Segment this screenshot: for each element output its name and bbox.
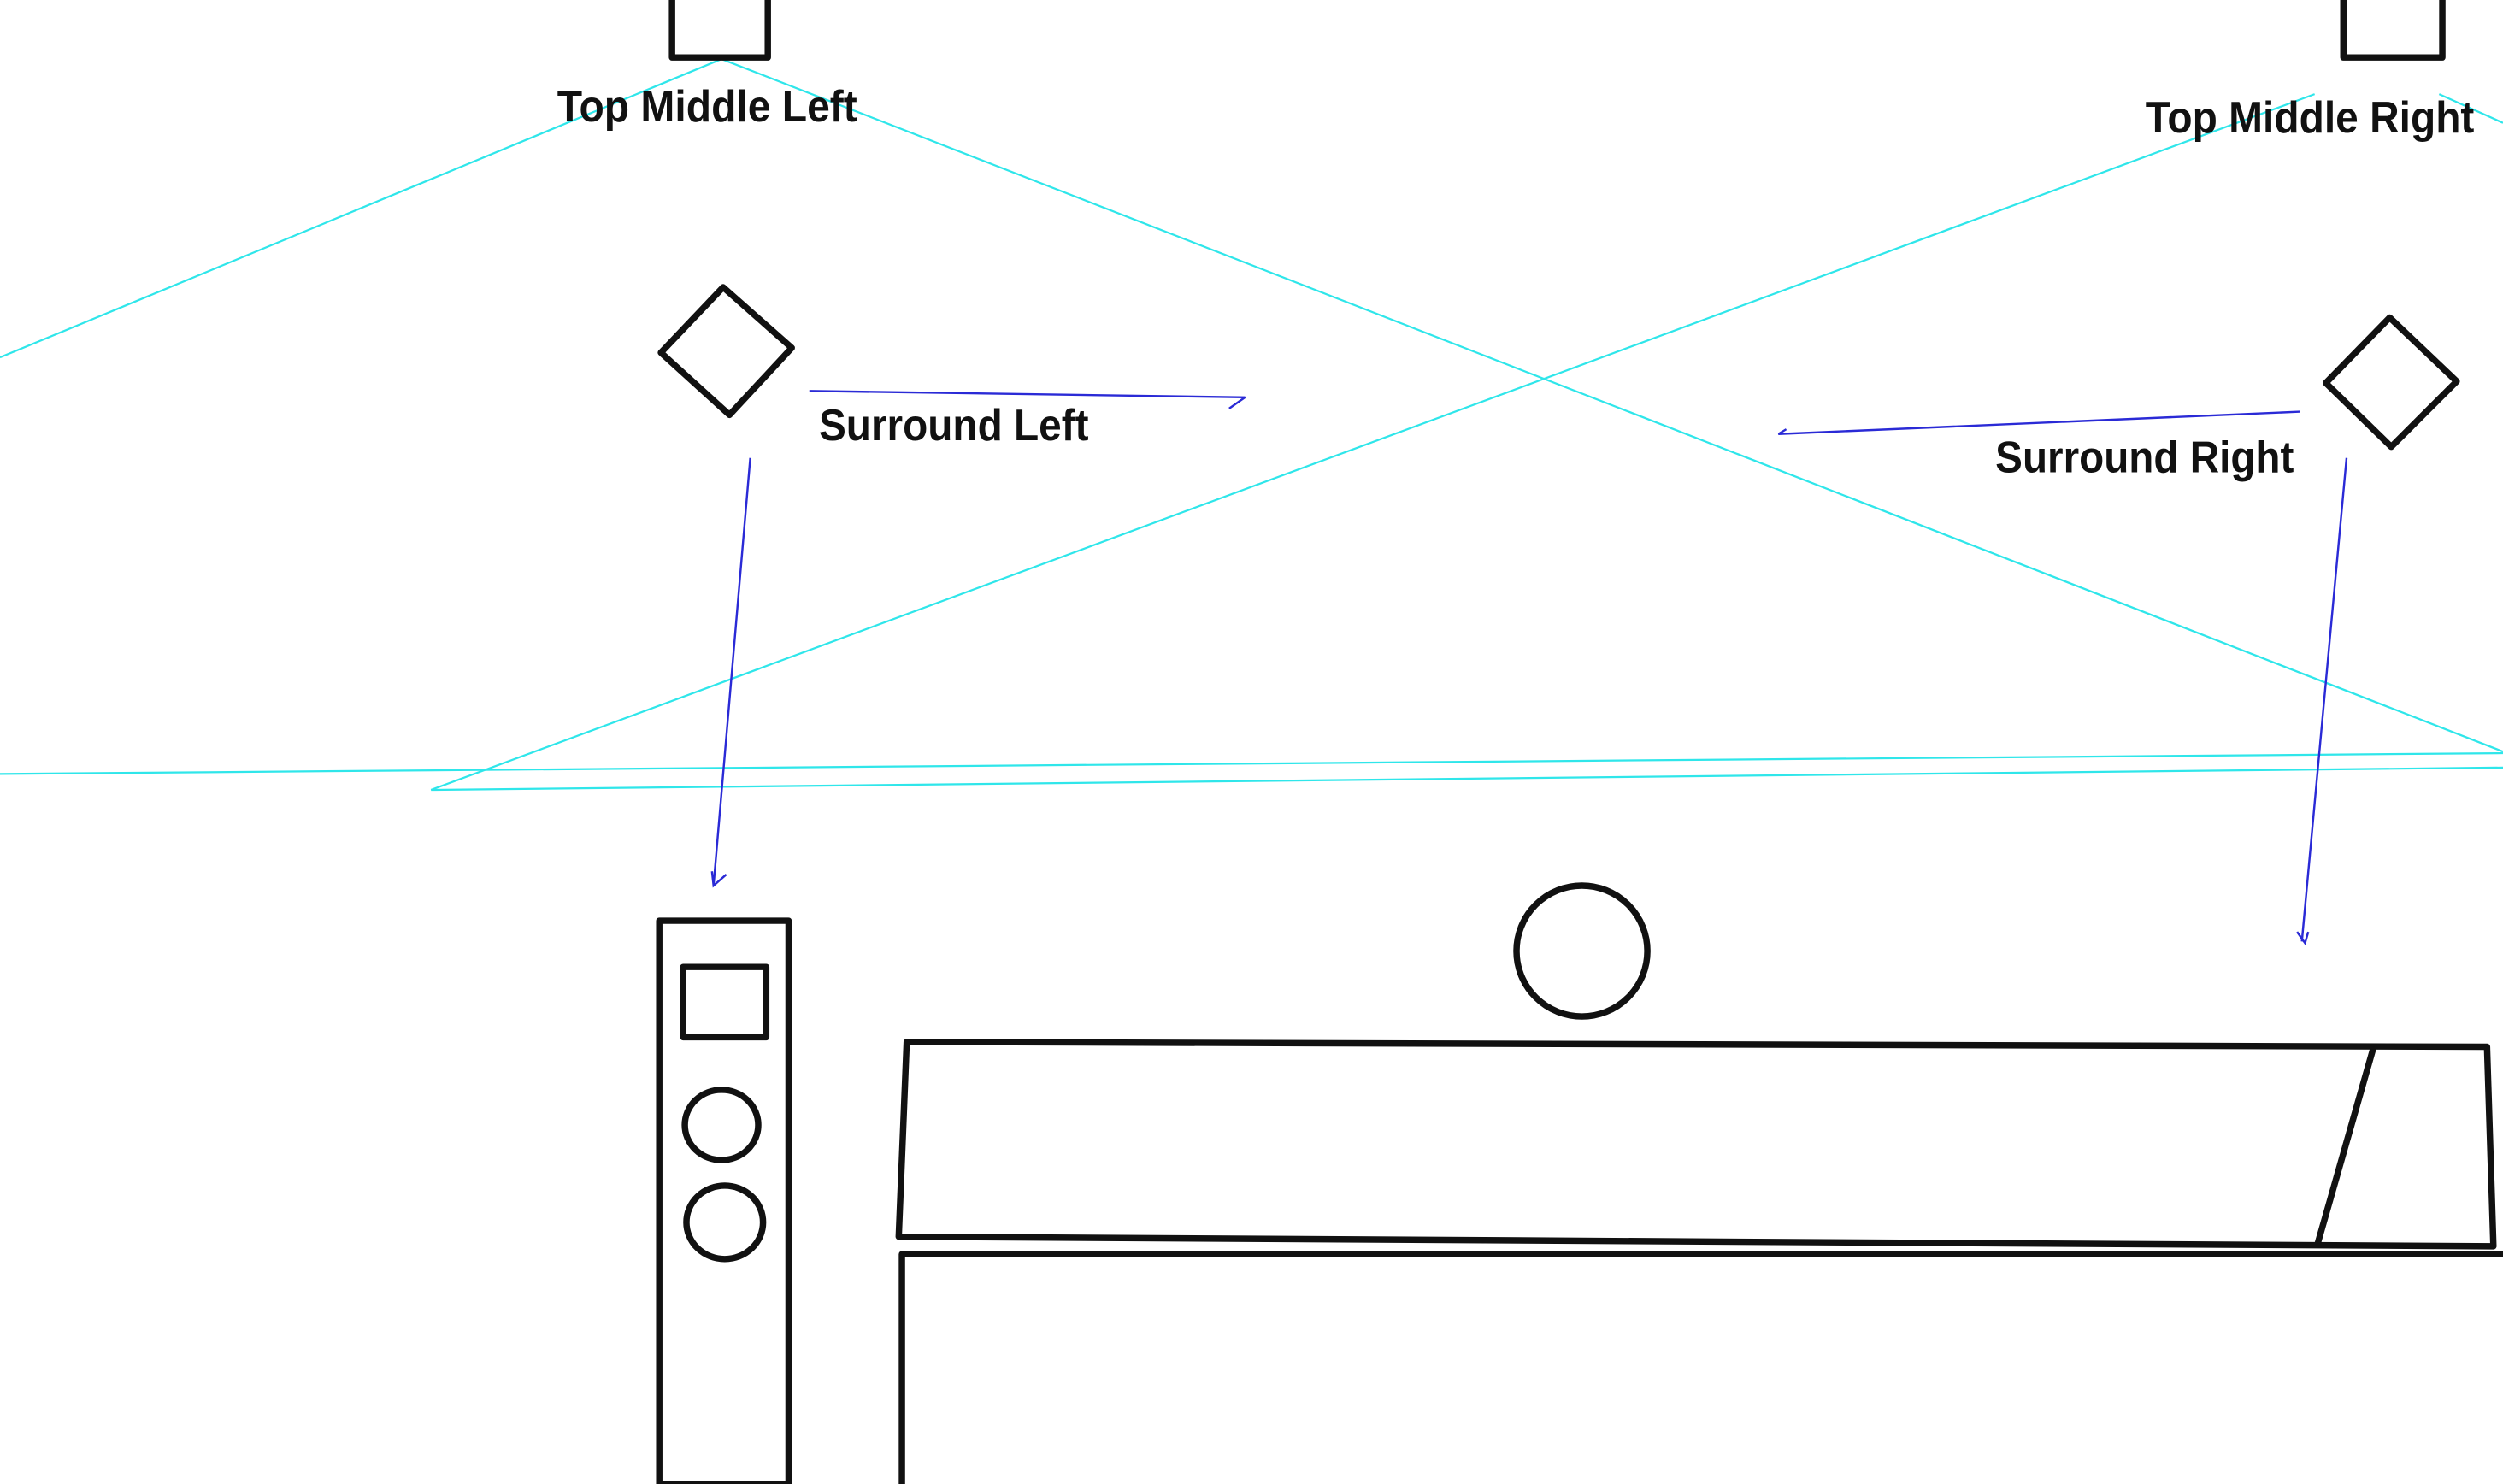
label-top-middle-right: Top Middle Right — [2146, 93, 2475, 143]
arrowhead — [710, 871, 727, 888]
arrow-surround-right-horizontal — [1778, 410, 2300, 435]
reflection-line-floor-upper — [431, 766, 2503, 792]
label-top-middle-left: Top Middle Left — [557, 82, 857, 132]
surround-right-speaker — [2322, 314, 2460, 450]
speaker-shapes — [656, 0, 2503, 1484]
tower-woofer-upper — [681, 1086, 762, 1163]
center-speaker — [1513, 882, 1651, 1020]
reflection-line-right-edge — [2438, 93, 2503, 124]
arrowhead — [2296, 931, 2310, 945]
arrow-lines — [710, 390, 2348, 945]
tower-woofer-lower — [683, 1182, 767, 1263]
sofa-base — [898, 1251, 2503, 1484]
reflection-line-right-cross — [430, 93, 2316, 792]
front-left-tower-speaker — [656, 917, 792, 1484]
arrowhead — [1228, 396, 1246, 409]
arrow-surround-right-down — [2300, 457, 2348, 942]
reflection-line-left-ceiling — [0, 58, 722, 359]
reflection-line-floor-lower — [0, 751, 2503, 775]
top-middle-left-speaker — [668, 0, 771, 61]
label-surround-right: Surround Right — [1995, 433, 2294, 483]
label-surround-left: Surround Left — [819, 401, 1089, 450]
sofa-armrest-edge — [2314, 1045, 2377, 1245]
reflection-line-left-cross — [721, 58, 2503, 753]
surround-left-speaker — [657, 284, 795, 419]
arrow-surround-left-down — [712, 457, 751, 886]
top-middle-right-speaker — [2340, 0, 2446, 61]
reflection-lines — [0, 58, 2503, 792]
speaker-labels: Top Middle Left Top Middle Right Surroun… — [557, 82, 2475, 483]
tower-tweeter — [680, 963, 770, 1041]
arrowhead — [1777, 428, 1787, 435]
arrow-surround-left-horizontal — [809, 390, 1246, 399]
sofa-backrest — [895, 1039, 2497, 1250]
